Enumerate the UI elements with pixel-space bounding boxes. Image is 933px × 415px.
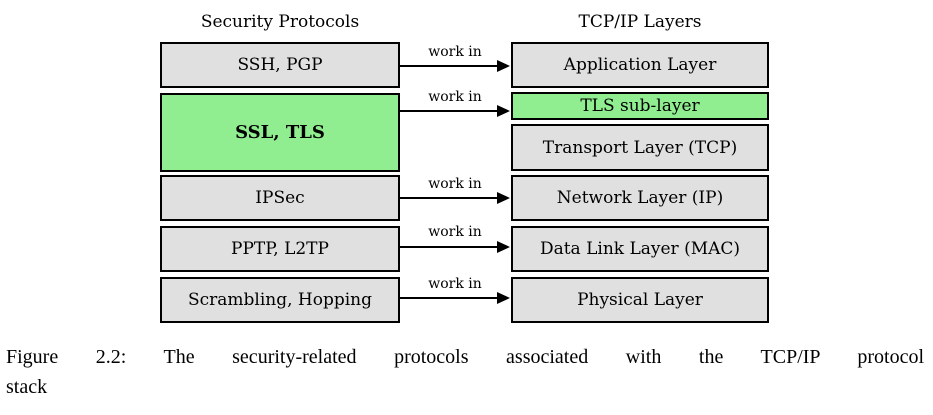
protocol-box-ssh-pgp: SSH, PGP	[160, 42, 400, 88]
figure-caption-line2: stack	[6, 376, 48, 398]
arrow-label-work-in: work in	[428, 89, 482, 105]
arrow-label-work-in: work in	[428, 44, 482, 60]
layer-box-application: Application Layer	[511, 42, 769, 88]
right-column-header: TCP/IP Layers	[578, 12, 702, 32]
protocol-box-pptp-l2tp: PPTP, L2TP	[160, 226, 400, 272]
figure-caption-line1: Figure 2.2: The security-related protoco…	[6, 346, 924, 368]
layer-box-tls-sublayer: TLS sub-layer	[511, 92, 769, 120]
protocol-box-ssl-tls: SSL, TLS	[160, 93, 400, 172]
layer-box-datalink: Data Link Layer (MAC)	[511, 226, 769, 272]
arrow-label-work-in: work in	[428, 276, 482, 292]
layer-box-network: Network Layer (IP)	[511, 175, 769, 221]
layer-box-transport: Transport Layer (TCP)	[511, 124, 769, 171]
left-column-header: Security Protocols	[200, 12, 360, 32]
layer-box-physical: Physical Layer	[511, 277, 769, 323]
figure-caption: Figure 2.2: The security-related protoco…	[6, 342, 924, 402]
arrow-pptp-to-datalink	[400, 241, 510, 253]
arrow-label-work-in: work in	[428, 224, 482, 240]
protocol-box-scrambling-hopping: Scrambling, Hopping	[160, 277, 400, 323]
protocol-box-ipsec: IPSec	[160, 175, 400, 221]
arrow-label-work-in: work in	[428, 176, 482, 192]
